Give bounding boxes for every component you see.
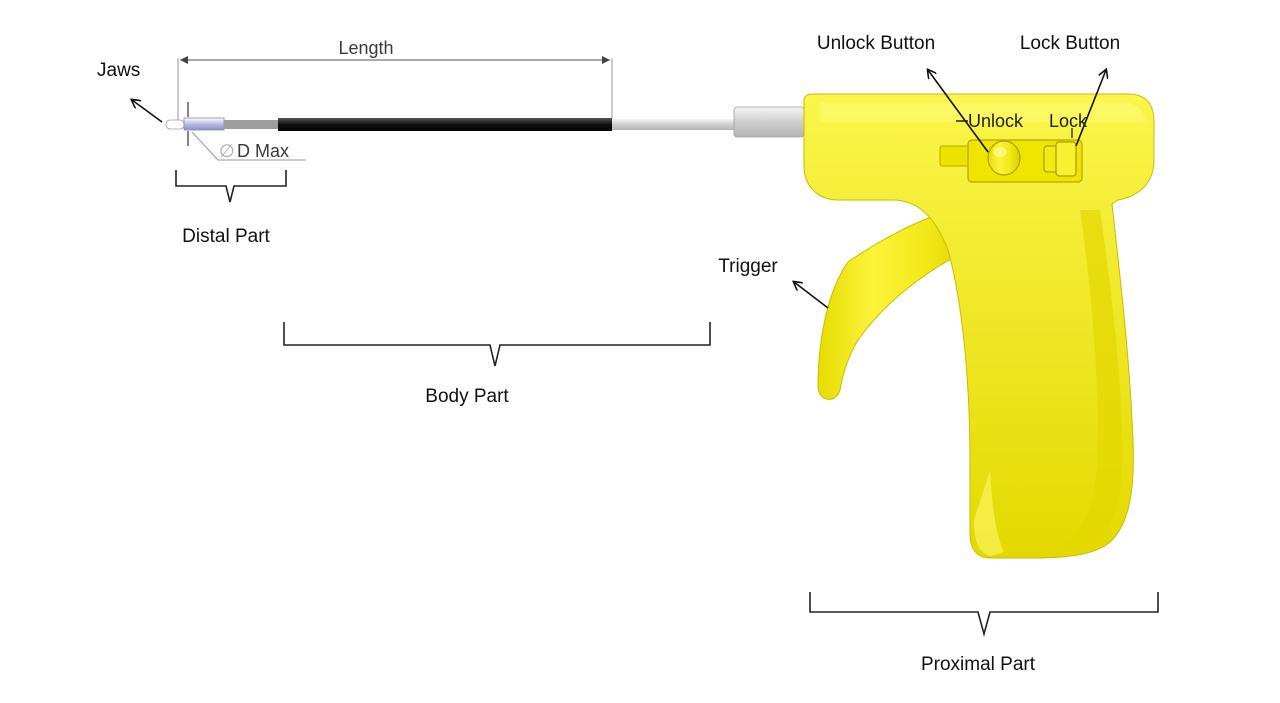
distal-sleeve [183, 117, 225, 131]
jaws-callout: Jaws [97, 60, 163, 123]
body-part-label: Body Part [425, 386, 509, 407]
length-label: Length [338, 38, 393, 58]
jaws-label: Jaws [97, 60, 140, 81]
jaws-tip [165, 119, 185, 130]
lock-button-arrow [1075, 70, 1106, 147]
jaws-arrow [132, 100, 163, 123]
diameter-dimension: ∅ D Max [187, 102, 306, 161]
body-bracket-shape [283, 322, 711, 367]
trigger-label: Trigger [718, 256, 778, 277]
distal-part-bracket: Distal Part [175, 170, 287, 247]
unlock-button-highlight [993, 147, 1007, 157]
shaft-collar [733, 106, 805, 138]
handle-body [803, 93, 1155, 559]
trigger-arrow [794, 282, 829, 309]
slider-lock-text: Lock [1049, 111, 1088, 131]
diameter-symbol: ∅ [219, 141, 235, 161]
proximal-part-bracket: Proximal Part [809, 592, 1159, 675]
lock-button-cap [1055, 141, 1077, 177]
unlock-button-callout: Unlock Button [817, 33, 989, 153]
instrument-shaft [165, 106, 805, 138]
proximal-bracket-shape [809, 592, 1159, 638]
unlock-button[interactable] [987, 140, 1021, 176]
diameter-leader [191, 131, 306, 161]
diameter-label: D Max [237, 141, 289, 161]
body-part-bracket: Body Part [283, 322, 711, 407]
slider-unlock-text: Unlock [968, 111, 1024, 131]
unlock-button-arrow [928, 70, 989, 153]
grip-highlight [974, 470, 1004, 556]
lock-button-callout: Lock Button [1020, 33, 1120, 147]
handle-top-highlight [820, 102, 1146, 122]
trigger-callout: Trigger [718, 256, 829, 309]
distal-tube [224, 120, 280, 129]
handle: Unlock Lock [803, 93, 1155, 559]
length-dimension: Length [177, 38, 613, 124]
shaft [278, 118, 612, 131]
distal-part-label: Distal Part [182, 226, 270, 247]
unlock-button-label: Unlock Button [817, 33, 935, 54]
shaft-sheath [612, 119, 736, 130]
grip-shading [1060, 210, 1123, 548]
proximal-part-label: Proximal Part [921, 654, 1036, 675]
distal-bracket-shape [175, 170, 287, 203]
lock-button-label: Lock Button [1020, 33, 1120, 54]
